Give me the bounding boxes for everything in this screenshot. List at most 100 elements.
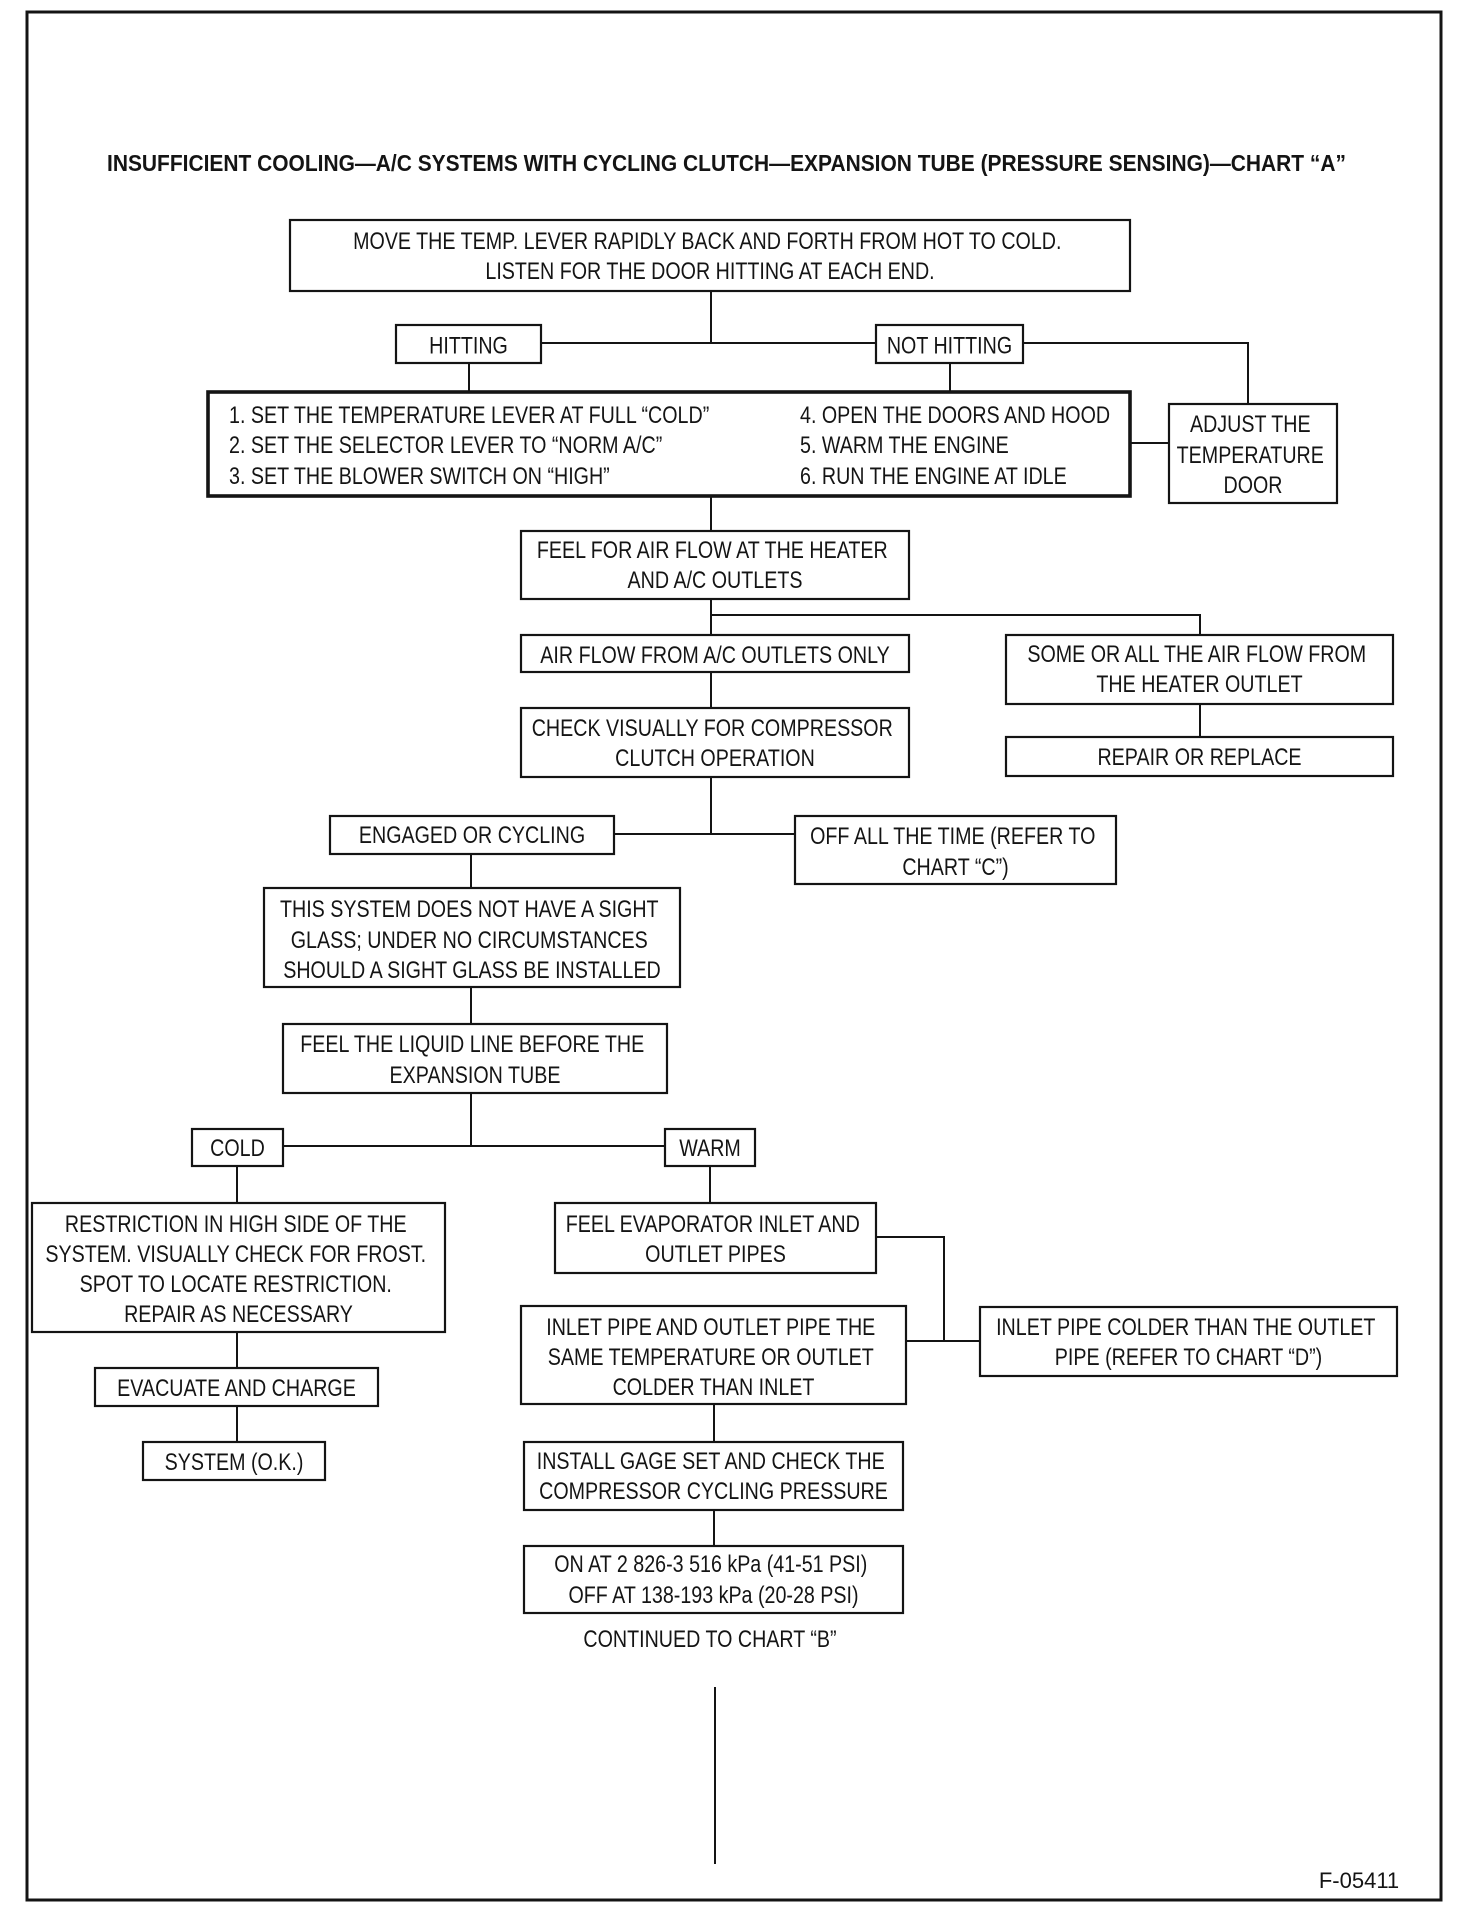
connector [876, 1236, 945, 1341]
node-no-sight-glass: THIS SYSTEM DOES NOT HAVE A SIGHT GLASS;… [262, 886, 682, 989]
node-label-line: OFF ALL THE TIME (REFER TO [810, 822, 1095, 849]
node-label-line: REPAIR OR REPLACE [1097, 743, 1301, 770]
svg-text:COLD: COLD [210, 1134, 265, 1161]
figure-id: F-05411 [1319, 1868, 1399, 1893]
node-initial-setup: 1. SET THE TEMPERATURE LEVER AT FULL “CO… [206, 390, 1132, 498]
node-pipes-same-temperature: INLET PIPE AND OUTLET PIPE THE SAME TEMP… [519, 1304, 908, 1406]
node-check-compressor-clutch: CHECK VISUALLY FOR COMPRESSOR CLUTCH OPE… [519, 706, 911, 779]
node-label-line: FEEL EVAPORATOR INLET AND [566, 1210, 860, 1237]
svg-text:OFF ALL THE TIME (REFER TO: OFF ALL THE TIME (REFER TO CHART “C”) [810, 822, 1101, 880]
node-label-line: CLUTCH OPERATION [615, 744, 815, 771]
node-label-line: OFF AT 138-193 kPa (20-28 PSI) [568, 1581, 858, 1608]
node-label-line: INLET PIPE COLDER THAN THE OUTLET [996, 1313, 1375, 1340]
node-evacuate-and-charge: EVACUATE AND CHARGE [93, 1366, 380, 1408]
svg-text:CHECK VISUALLY FOR COMPRESSOR: CHECK VISUALLY FOR COMPRESSOR CLUTCH OPE… [532, 714, 899, 771]
node-label-line: SOME OR ALL THE AIR FLOW FROM [1027, 640, 1366, 667]
node-hitting: HITTING [394, 323, 543, 365]
node-warm: WARM [663, 1127, 757, 1168]
node-air-flow-heater: SOME OR ALL THE AIR FLOW FROM THE HEATER… [1004, 633, 1395, 706]
node-label-line: SYSTEM. VISUALLY CHECK FOR FROST. [45, 1240, 426, 1267]
node-label-line: EXPANSION TUBE [390, 1061, 561, 1088]
node-label-line: FEEL FOR AIR FLOW AT THE HEATER [537, 536, 888, 563]
node-feel-evaporator-pipes: FEEL EVAPORATOR INLET AND OUTLET PIPES [553, 1201, 878, 1275]
svg-text:INLET PIPE COLDER THAN THE OUT: INLET PIPE COLDER THAN THE OUTLET PIPE (… [996, 1313, 1381, 1370]
node-label-line: SYSTEM (O.K.) [165, 1448, 304, 1475]
chart-title: INSUFFICIENT COOLING—A/C SYSTEMS WITH CY… [107, 150, 1346, 176]
svg-text:SOME OR ALL THE AIR FLOW FROM: SOME OR ALL THE AIR FLOW FROM THE HEATER… [1027, 640, 1371, 697]
node-install-gage-set: INSTALL GAGE SET AND CHECK THE COMPRESSO… [522, 1440, 905, 1512]
node-label-line: SAME TEMPERATURE OR OUTLET [548, 1343, 874, 1370]
setup-step: 5. WARM THE ENGINE [800, 431, 1009, 458]
node-label-line: ADJUST THE [1190, 410, 1311, 437]
node-label-line: WARM [679, 1134, 741, 1161]
node-label-line: GLASS; UNDER NO CIRCUMSTANCES [291, 926, 648, 953]
svg-text:THIS SYSTEM DOES NOT HAVE A SI: THIS SYSTEM DOES NOT HAVE A SIGHT GLASS;… [280, 895, 664, 983]
node-label-line: COLDER THAN INLET [613, 1373, 815, 1400]
node-label-line: ENGAGED OR CYCLING [359, 821, 585, 848]
node-move-temp-lever: MOVE THE TEMP. LEVER RAPIDLY BACK AND FO… [288, 218, 1132, 293]
svg-text:REPAIR OR REPLACE: REPAIR OR REPLACE [1097, 743, 1301, 770]
node-label-line: ON AT 2 826-3 516 kPa (41-51 PSI) [554, 1550, 867, 1577]
node-label-line: MOVE THE TEMP. LEVER RAPIDLY BACK AND FO… [353, 227, 1061, 254]
svg-text:CONTINUED TO CHART “B”: CONTINUED TO CHART “B” [583, 1625, 836, 1652]
node-label-line: THIS SYSTEM DOES NOT HAVE A SIGHT [280, 895, 659, 922]
page-frame [25, 10, 1443, 1902]
node-feel-liquid-line: FEEL THE LIQUID LINE BEFORE THE EXPANSIO… [281, 1022, 669, 1095]
node-not-hitting: NOT HITTING [874, 323, 1025, 365]
svg-text:EVACUATE AND CHARGE: EVACUATE AND CHARGE [117, 1374, 356, 1401]
node-label-line: OUTLET PIPES [645, 1240, 786, 1267]
svg-text:ENGAGED OR CYCLING: ENGAGED OR CYCLING [359, 821, 585, 848]
node-label-line: REPAIR AS NECESSARY [124, 1300, 353, 1327]
node-label-line: SHOULD A SIGHT GLASS BE INSTALLED [283, 956, 661, 983]
setup-step: 1. SET THE TEMPERATURE LEVER AT FULL “CO… [229, 401, 709, 428]
node-repair-or-replace: REPAIR OR REPLACE [1004, 735, 1395, 778]
connector [711, 614, 1201, 635]
node-label-line: INLET PIPE AND OUTLET PIPE THE [546, 1313, 875, 1340]
svg-text:FEEL EVAPORATOR INLET AND: FEEL EVAPORATOR INLET AND OUTLET PIPES [566, 1210, 866, 1267]
setup-step: 3. SET THE BLOWER SWITCH ON “HIGH” [229, 462, 610, 489]
svg-text:FEEL FOR AIR FLOW AT THE HEATE: FEEL FOR AIR FLOW AT THE HEATER AND A/C … [537, 536, 893, 593]
svg-text:AIR FLOW FROM A/C OUTLETS ONLY: AIR FLOW FROM A/C OUTLETS ONLY [540, 641, 890, 668]
node-inlet-colder: INLET PIPE COLDER THAN THE OUTLET PIPE (… [978, 1305, 1399, 1378]
setup-step: 2. SET THE SELECTOR LEVER TO “NORM A/C” [229, 431, 662, 458]
svg-text:NOT HITTING: NOT HITTING [887, 332, 1012, 359]
node-air-flow-ac-only: AIR FLOW FROM A/C OUTLETS ONLY [519, 633, 911, 674]
node-label-line: COLD [210, 1134, 265, 1161]
node-label-line: COMPRESSOR CYCLING PRESSURE [539, 1477, 888, 1504]
node-label-line: THE HEATER OUTLET [1096, 670, 1302, 697]
svg-text:INSTALL GAGE SET AND CHECK THE: INSTALL GAGE SET AND CHECK THE COMPRESSO… [537, 1447, 890, 1504]
node-label-line: SPOT TO LOCATE RESTRICTION. [80, 1270, 392, 1297]
node-label-line: PIPE (REFER TO CHART “D”) [1055, 1343, 1322, 1370]
node-adjust-temperature-door: ADJUST THE TEMPERATURE DOOR [1167, 402, 1339, 505]
node-label-line: AIR FLOW FROM A/C OUTLETS ONLY [540, 641, 890, 668]
svg-text:INLET PIPE AND OUTLET PIPE THE: INLET PIPE AND OUTLET PIPE THE SAME TEMP… [546, 1313, 881, 1400]
setup-step: 4. OPEN THE DOORS AND HOOD [800, 401, 1110, 428]
node-label-line: HITTING [429, 332, 508, 359]
node-label-line: NOT HITTING [887, 332, 1012, 359]
svg-text:4. OPEN THE DOORS AND HOOD: 4. OPEN THE DOORS AND HOOD 5. WARM THE E… [800, 401, 1116, 489]
node-label-line: CHART “C”) [902, 853, 1008, 880]
svg-text:ADJUST THE TEMPERATURE: ADJUST THE TEMPERATURE DOOR [1177, 410, 1330, 498]
node-label-line: DOOR [1223, 471, 1282, 498]
connectors [236, 291, 1249, 1864]
node-label-line: AND A/C OUTLETS [628, 566, 803, 593]
svg-text:WARM: WARM [679, 1134, 741, 1161]
svg-text:FEEL THE LIQUID LINE BEFORE TH: FEEL THE LIQUID LINE BEFORE THE EXPANSIO… [300, 1030, 649, 1088]
svg-text:1. SET THE TEMPERATURE LEVER A: 1. SET THE TEMPERATURE LEVER AT FULL “CO… [229, 401, 715, 489]
svg-text:SYSTEM (O.K.): SYSTEM (O.K.) [165, 1448, 304, 1475]
node-label-line: LISTEN FOR THE DOOR HITTING AT EACH END. [485, 257, 934, 284]
node-label-line: TEMPERATURE [1177, 441, 1324, 468]
node-cycling-pressure: ON AT 2 826-3 516 kPa (41-51 PSI) OFF AT… [522, 1544, 905, 1615]
node-restriction-high-side: RESTRICTION IN HIGH SIDE OF THE SYSTEM. … [30, 1201, 447, 1334]
node-off-all-the-time: OFF ALL THE TIME (REFER TO CHART “C”) [793, 814, 1118, 886]
continued-label: CONTINUED TO CHART “B” [583, 1625, 836, 1652]
svg-text:MOVE THE TEMP. LEVER RAPIDLY B: MOVE THE TEMP. LEVER RAPIDLY BACK AND FO… [353, 227, 1067, 284]
node-engaged-or-cycling: ENGAGED OR CYCLING [328, 814, 616, 856]
node-label-line: RESTRICTION IN HIGH SIDE OF THE [65, 1210, 407, 1237]
node-label-line: FEEL THE LIQUID LINE BEFORE THE [300, 1030, 644, 1057]
svg-text:HITTING: HITTING [429, 332, 508, 359]
connector [1023, 342, 1249, 404]
node-label-line: INSTALL GAGE SET AND CHECK THE [537, 1447, 885, 1474]
svg-text:ON AT 2 826-3 516 kPa (41-51 P: ON AT 2 826-3 516 kPa (41-51 PSI) OFF AT… [554, 1550, 873, 1608]
